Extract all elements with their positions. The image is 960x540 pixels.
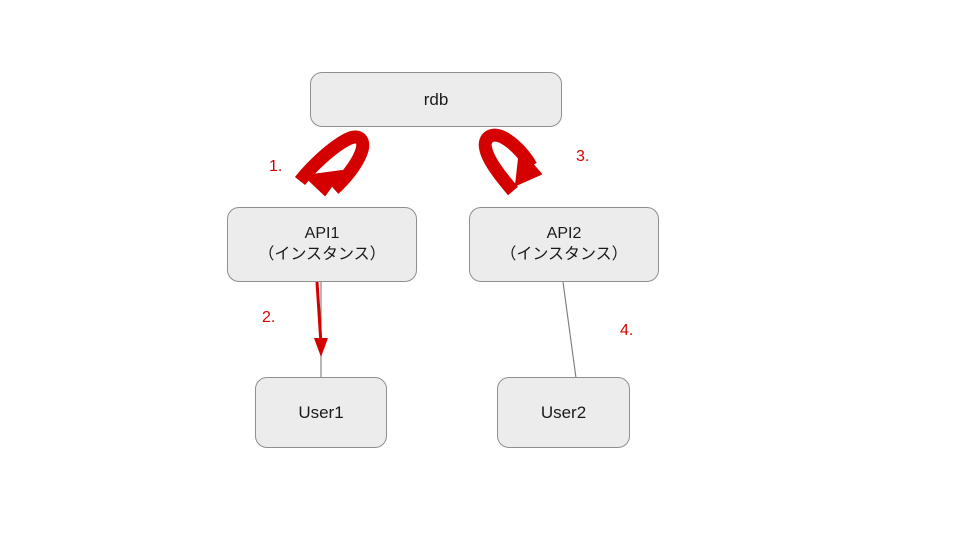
node-rdb-label: rdb [423,89,449,109]
connector-api1-user1-red-arrow [314,281,328,357]
node-user2-label: User2 [540,402,587,422]
step-label-3: 3. [576,148,590,165]
connector-api2-user2-line [562,281,577,379]
node-api1-label-secondary: （インスタンス） [258,245,386,263]
node-user1[interactable]: User1 [255,377,387,448]
node-user1-label: User1 [298,402,344,422]
node-api2[interactable]: API2 （インスタンス） [469,207,659,282]
node-api1[interactable]: API1 （インスタンス） [227,207,417,282]
connector-rdb-api2-curved-arrow [478,128,542,196]
node-api1-label-primary: API1 [304,225,340,243]
node-api2-label-primary: API2 [546,225,582,243]
step-label-4: 4. [620,322,634,339]
node-user2[interactable]: User2 [497,377,630,448]
step-label-2: 2. [262,309,276,326]
connector-rdb-api1-curved-arrow [294,130,370,196]
node-api2-label-secondary: （インスタンス） [500,245,628,263]
node-rdb[interactable]: rdb [310,72,562,127]
step-label-1: 1. [269,158,283,175]
